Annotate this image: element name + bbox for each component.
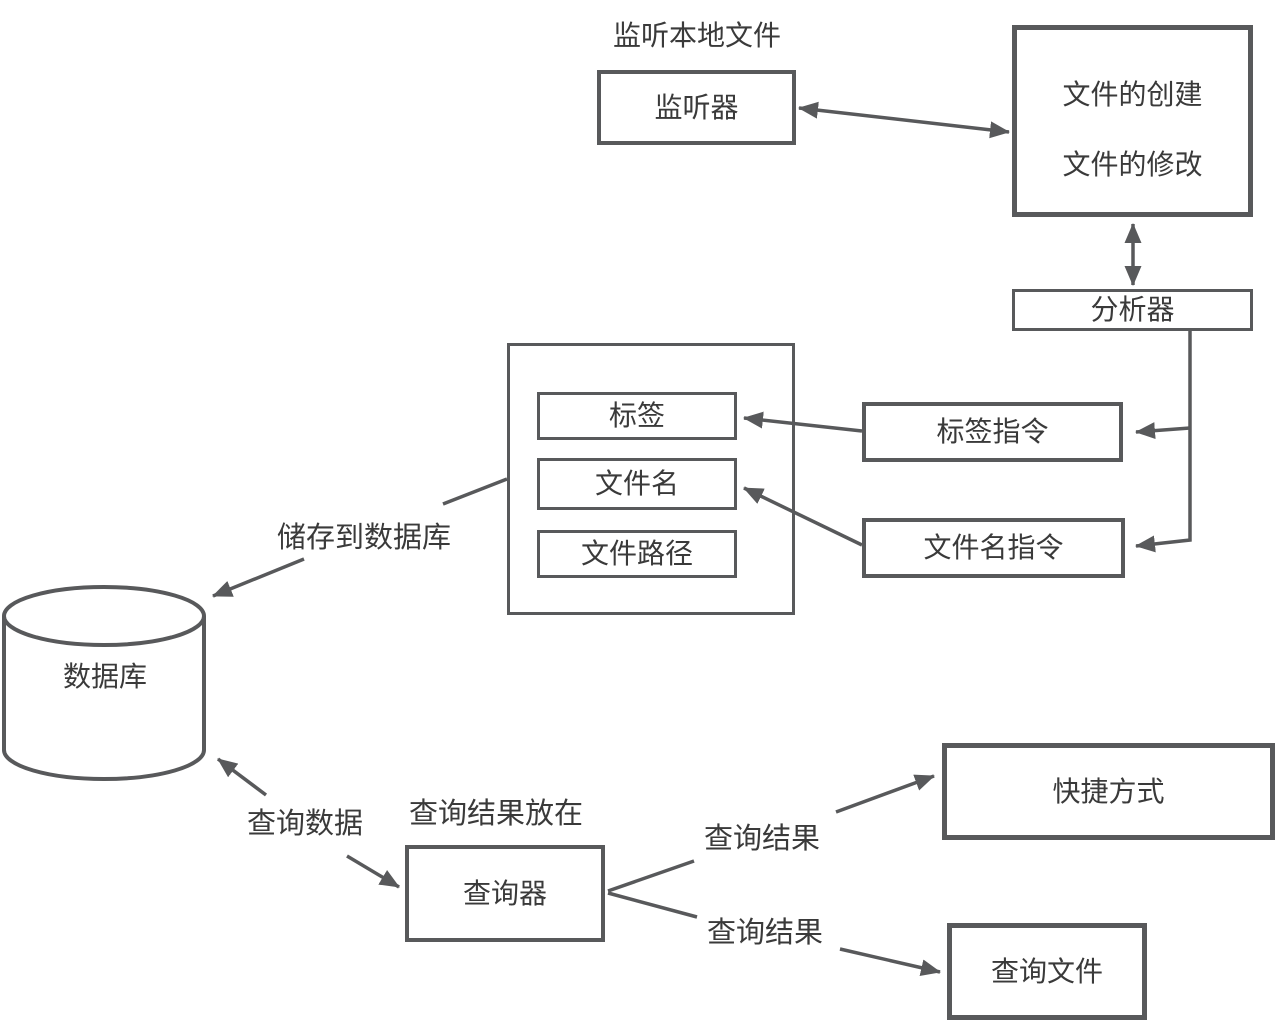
- arrow-query-shortcut: [835, 774, 935, 814]
- file-path-node: 文件路径: [537, 530, 737, 578]
- tag-command-label: 标签指令: [936, 416, 1049, 447]
- arrow-record-database: [212, 557, 305, 598]
- label-query-data: 查询数据: [246, 808, 363, 840]
- file-name-label: 文件名: [594, 468, 679, 499]
- shortcut-node: 快捷方式: [942, 743, 1275, 840]
- arrow-listener-fileevents: [798, 101, 1010, 139]
- tag-command-node: 标签指令: [862, 402, 1123, 462]
- arrow-tagcmd-tag: [743, 411, 863, 433]
- database-cylinder-shape: [1, 585, 206, 781]
- file-name-command-node: 文件名指令: [862, 518, 1125, 578]
- tag-node: 标签: [537, 392, 737, 440]
- query-node: 查询器: [405, 845, 605, 942]
- database-label: 数据库: [62, 661, 147, 692]
- query-file-node: 查询文件: [947, 923, 1147, 1020]
- label-query-result-placed-in: 查询结果放在: [408, 798, 583, 830]
- analyzer-label: 分析器: [1090, 294, 1175, 325]
- arrow-database-query: [346, 854, 400, 889]
- file-events-node: 文件的创建 文件的修改: [1012, 25, 1253, 217]
- label-query-result-bottom: 查询结果: [707, 917, 824, 949]
- arrow-analyzer-tagcmd: [1135, 422, 1191, 440]
- tag-label: 标签: [608, 400, 665, 431]
- line-record-database-upper: [442, 477, 508, 506]
- label-listen-local-files: 监听本地文件: [612, 20, 781, 51]
- listener-node: 监听器: [597, 70, 796, 145]
- label-query-result-top: 查询结果: [704, 823, 821, 855]
- label-store-to-database: 储存到数据库: [276, 522, 451, 554]
- file-name-node: 文件名: [537, 458, 737, 510]
- file-modified-label: 文件的修改: [1062, 149, 1203, 180]
- file-name-command-label: 文件名指令: [923, 532, 1064, 563]
- file-created-label: 文件的创建: [1062, 79, 1203, 110]
- arrow-query-queryfile: [839, 947, 941, 977]
- analyzer-node: 分析器: [1012, 289, 1253, 331]
- line-query-fan-lower: [607, 891, 698, 919]
- query-file-label: 查询文件: [990, 955, 1103, 987]
- arrow-analyzer-filenamecmd: [1135, 331, 1192, 553]
- arrow-query-database: [216, 757, 268, 797]
- line-query-fan-upper: [607, 859, 695, 893]
- file-path-label: 文件路径: [580, 538, 693, 569]
- record-group-box: [507, 343, 795, 615]
- query-label: 查询器: [462, 877, 547, 909]
- listener-label: 监听器: [654, 91, 739, 123]
- arrow-filenamecmd-filename: [743, 486, 863, 547]
- shortcut-label: 快捷方式: [1052, 775, 1165, 807]
